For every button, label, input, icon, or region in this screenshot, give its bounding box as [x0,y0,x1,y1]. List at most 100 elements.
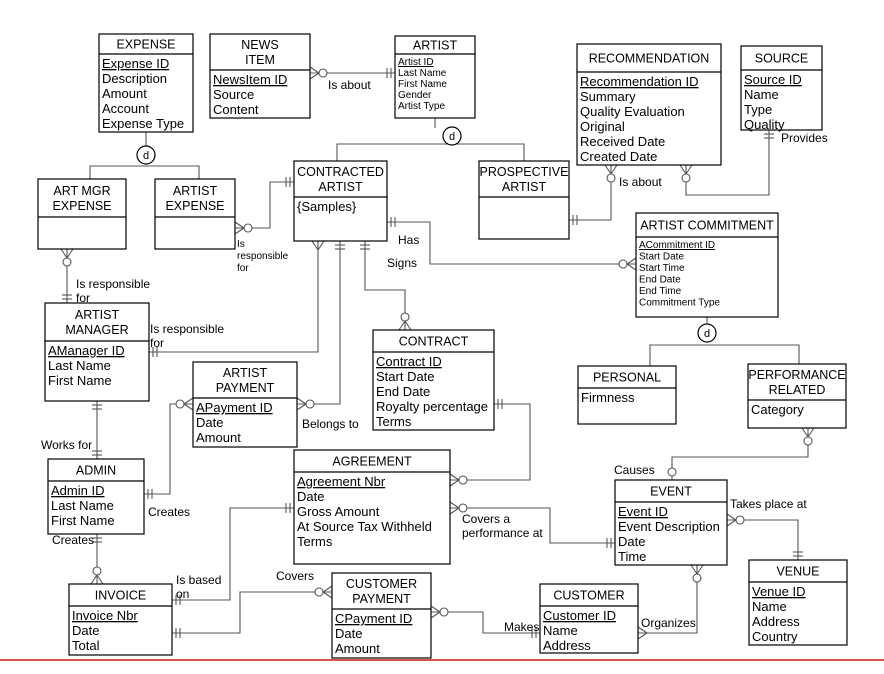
attribute: Start Date [376,369,435,384]
attribute: Terms [297,534,333,549]
primary-key-attribute: Expense ID [102,56,169,71]
admin-payment-link [144,403,193,495]
mgrexpense-many-marker [60,248,74,267]
label-makes: Makes [504,620,539,634]
attribute: Created Date [580,149,657,164]
entity-title: CUSTOMER [553,589,624,603]
attribute: Last Name [48,358,111,373]
primary-key-attribute: Invoice Nbr [72,608,138,623]
commitment-subtype-branch [649,344,800,366]
contract-agreement-link [450,403,531,481]
label-covers: Covers [276,569,314,583]
disjoint-label: d [449,131,455,143]
entity-title: ADMIN [76,464,116,478]
expense-disjoint-circle: d [136,145,156,165]
attribute: Quality [744,117,785,132]
contracted-has-one-marker [390,217,396,227]
attribute: Date [72,623,99,638]
attribute: Firmness [581,390,635,405]
primary-key-attribute: APayment ID [196,400,273,415]
attribute: Time [618,549,646,564]
attribute: First Name [398,79,447,90]
attribute: First Name [48,373,112,388]
contracted-artistexpense-link [235,181,294,229]
contract-signs-many-marker [398,312,412,331]
entity-title: ART MGR [53,184,110,198]
attribute: Amount [335,641,380,656]
entity-title: INVOICE [95,589,146,603]
admin-manager-one-marker [92,450,102,456]
attribute: Address [752,614,800,629]
perfrelated-event-link [671,428,809,480]
manager-contracted-link [149,241,319,353]
attribute: Event Description [618,519,720,534]
entity-title: NEWS [241,38,279,52]
attribute: {Samples} [297,199,357,214]
disjoint-label: d [143,150,149,162]
commitment-disjoint-circle: d [697,323,717,343]
attribute: Royalty percentage [376,399,488,414]
entity-personal[interactable]: PERSONAL Firmness [577,365,677,425]
attribute: Gross Amount [297,504,380,519]
contracted-payment-one-marker [335,244,345,250]
attribute: Original [580,119,625,134]
event-causes-zero-marker [667,467,677,477]
entity-title: ARTIST [173,184,218,198]
entity-title: CUSTOMER [346,577,417,591]
attribute: Received Date [580,134,665,149]
admin-invoice-one-marker [92,537,102,543]
attribute: Last Name [398,68,447,79]
attribute: Content [213,102,259,117]
primary-key-attribute: ACommitment ID [639,240,715,251]
invoice-custpayment-one-marker [175,628,181,638]
entity-title: VENUE [776,565,819,579]
attribute: Name [744,87,779,102]
entity-title: PERFORMANCE [748,368,845,382]
label-creates-payment: Creates [148,505,190,519]
attribute: Start Time [639,263,685,274]
attribute: Type [744,102,772,117]
entity-title: ITEM [245,53,275,67]
label-creates-invoice: Creates [52,533,94,547]
attribute: End Time [639,286,682,297]
manager-expense-one-marker [62,294,72,300]
prospective-about-one-marker [572,215,578,225]
payment-admin-many-marker [175,397,194,411]
invoice-admin-many-marker [90,566,104,585]
entity-title: RECOMMENDATION [589,52,710,66]
entity-title: EVENT [650,485,692,499]
artist-subtype-branch [336,143,525,161]
news-artist-many-marker [309,66,328,80]
entity-title: PERSONAL [593,371,661,385]
entity-title: ARTIST [318,180,363,194]
entity-title: PROSPECTIVE [480,165,569,179]
primary-key-attribute: NewsItem ID [213,72,287,87]
attribute: Expense Type [102,116,184,131]
recommendation-prospective-link [569,165,612,221]
customer-event-link [638,565,698,634]
label-works-for: Works for [41,438,92,452]
